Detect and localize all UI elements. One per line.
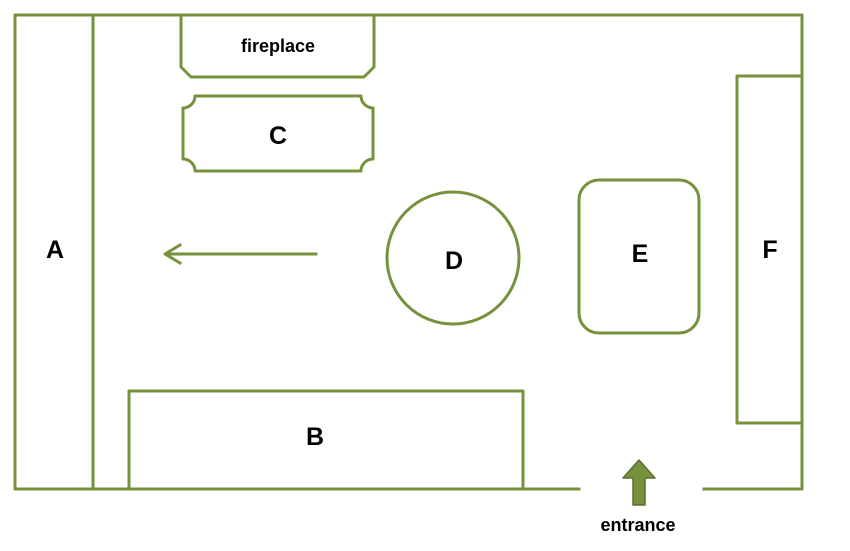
label-e: E [632,240,649,268]
item-f-shape [735,74,804,425]
item-e-shape [577,178,701,335]
fireplace-shape [179,13,376,79]
item-c-shape [181,94,375,173]
label-a: A [46,236,64,264]
label-c: C [269,122,287,150]
label-f: F [762,236,777,264]
outer-wall [13,13,804,491]
item-d-circle [385,190,521,326]
label-fireplace: fireplace [241,36,315,56]
up-arrow-icon [622,459,656,506]
label-b: B [306,423,324,451]
label-entrance: entrance [600,515,675,535]
left-arrow-icon [163,242,318,266]
item-b-shape [127,389,525,491]
label-d: D [445,247,463,275]
